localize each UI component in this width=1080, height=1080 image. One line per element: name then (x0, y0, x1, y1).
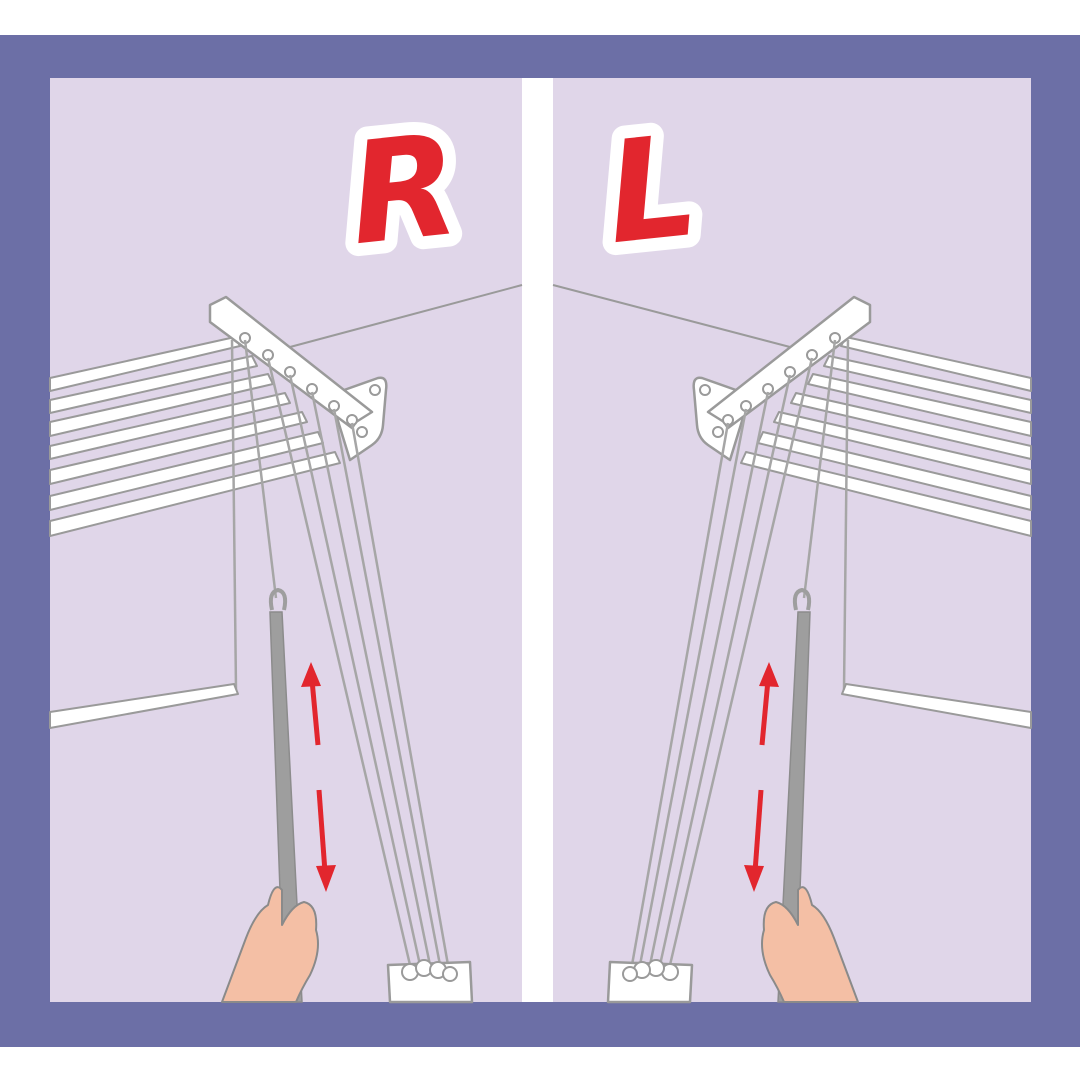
bracket-screw-top (699, 384, 711, 396)
ceiling-line (552, 284, 791, 348)
left-side-label: L (599, 105, 705, 276)
pulling-pole-hook (268, 587, 288, 611)
cleat-knots (401, 959, 458, 982)
bracket-screw-bottom (356, 426, 368, 438)
lowered-rail (841, 683, 1032, 729)
hand-icon (761, 886, 859, 1003)
arrow-down-icon (316, 789, 336, 892)
pull-cords (243, 339, 450, 966)
hand-icon (221, 886, 319, 1003)
arrow-up-icon (759, 662, 779, 746)
panel-divider (522, 78, 553, 1002)
support-cord (842, 339, 850, 691)
pulling-pole (269, 611, 303, 1003)
cleat-knots (622, 959, 679, 982)
arrow-up-icon (301, 662, 321, 746)
lowered-rail (49, 683, 239, 729)
ceiling-line (289, 284, 523, 348)
right-side-label: R (342, 104, 466, 277)
left-panel-illustration (552, 284, 1032, 1004)
right-panel-illustration (49, 284, 523, 1004)
pulling-pole-hook (792, 587, 812, 611)
pull-cords (630, 339, 837, 966)
drying-rails (49, 336, 341, 537)
left-side-badge: L (586, 92, 718, 289)
pulling-pole (777, 611, 811, 1003)
support-cord (230, 339, 238, 691)
right-side-badge: R (329, 91, 479, 290)
bracket-screw-top (369, 384, 381, 396)
arrow-down-icon (744, 789, 764, 892)
drying-rails (740, 336, 1032, 537)
bracket-screw-bottom (712, 426, 724, 438)
